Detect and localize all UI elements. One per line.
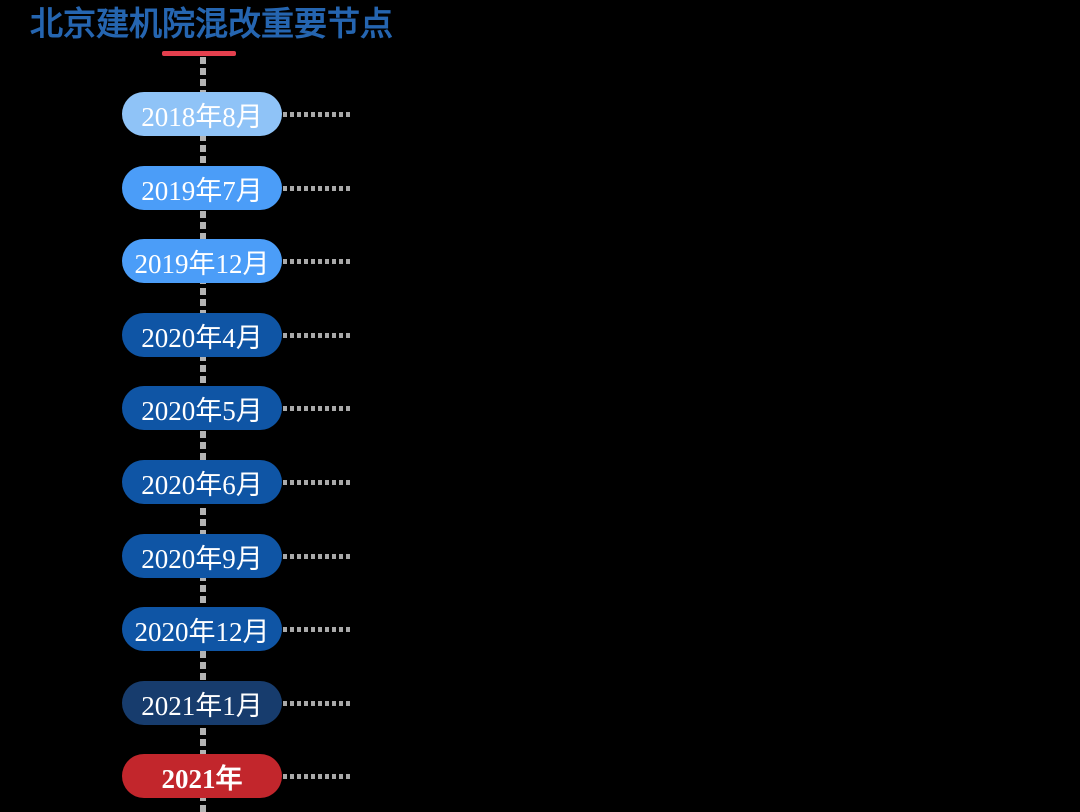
timeline-pill: 2019年12月: [122, 239, 282, 283]
timeline-pill: 2018年8月: [122, 92, 282, 136]
timeline-pill: 2020年4月: [122, 313, 282, 357]
title-underline-bar: [162, 51, 236, 56]
timeline-date-label: 2021年1月: [141, 690, 263, 721]
timeline-pill: 2019年7月: [122, 166, 282, 210]
dotted-connector-line: [283, 774, 353, 779]
timeline-pill: 2020年12月: [122, 607, 282, 651]
timeline-spine-dashed-line: [200, 57, 206, 812]
dotted-connector-line: [283, 406, 353, 411]
dotted-connector-line: [283, 259, 353, 264]
page-title: 北京建机院混改重要节点: [30, 5, 393, 42]
dotted-connector-line: [283, 186, 353, 191]
timeline-pill: 2021年1月: [122, 681, 282, 725]
timeline-date-label: 2019年7月: [141, 175, 263, 206]
timeline-pill: 2020年6月: [122, 460, 282, 504]
timeline-date-label: 2020年6月: [141, 469, 263, 500]
dotted-connector-line: [283, 701, 353, 706]
timeline-date-label: 2020年9月: [141, 543, 263, 574]
dotted-connector-line: [283, 554, 353, 559]
timeline-date-label: 2018年8月: [141, 101, 263, 132]
timeline-date-label: 2021年: [161, 763, 243, 794]
timeline-date-label: 2020年4月: [141, 322, 263, 353]
dotted-connector-line: [283, 480, 353, 485]
dotted-connector-line: [283, 112, 353, 117]
dotted-connector-line: [283, 627, 353, 632]
timeline-pill: 2020年9月: [122, 534, 282, 578]
dotted-connector-line: [283, 333, 353, 338]
timeline-date-label: 2020年5月: [141, 395, 263, 426]
timeline-pill: 2021年: [122, 754, 282, 798]
timeline-pill: 2020年5月: [122, 386, 282, 430]
timeline-date-label: 2020年12月: [134, 616, 270, 647]
timeline-date-label: 2019年12月: [134, 248, 270, 279]
